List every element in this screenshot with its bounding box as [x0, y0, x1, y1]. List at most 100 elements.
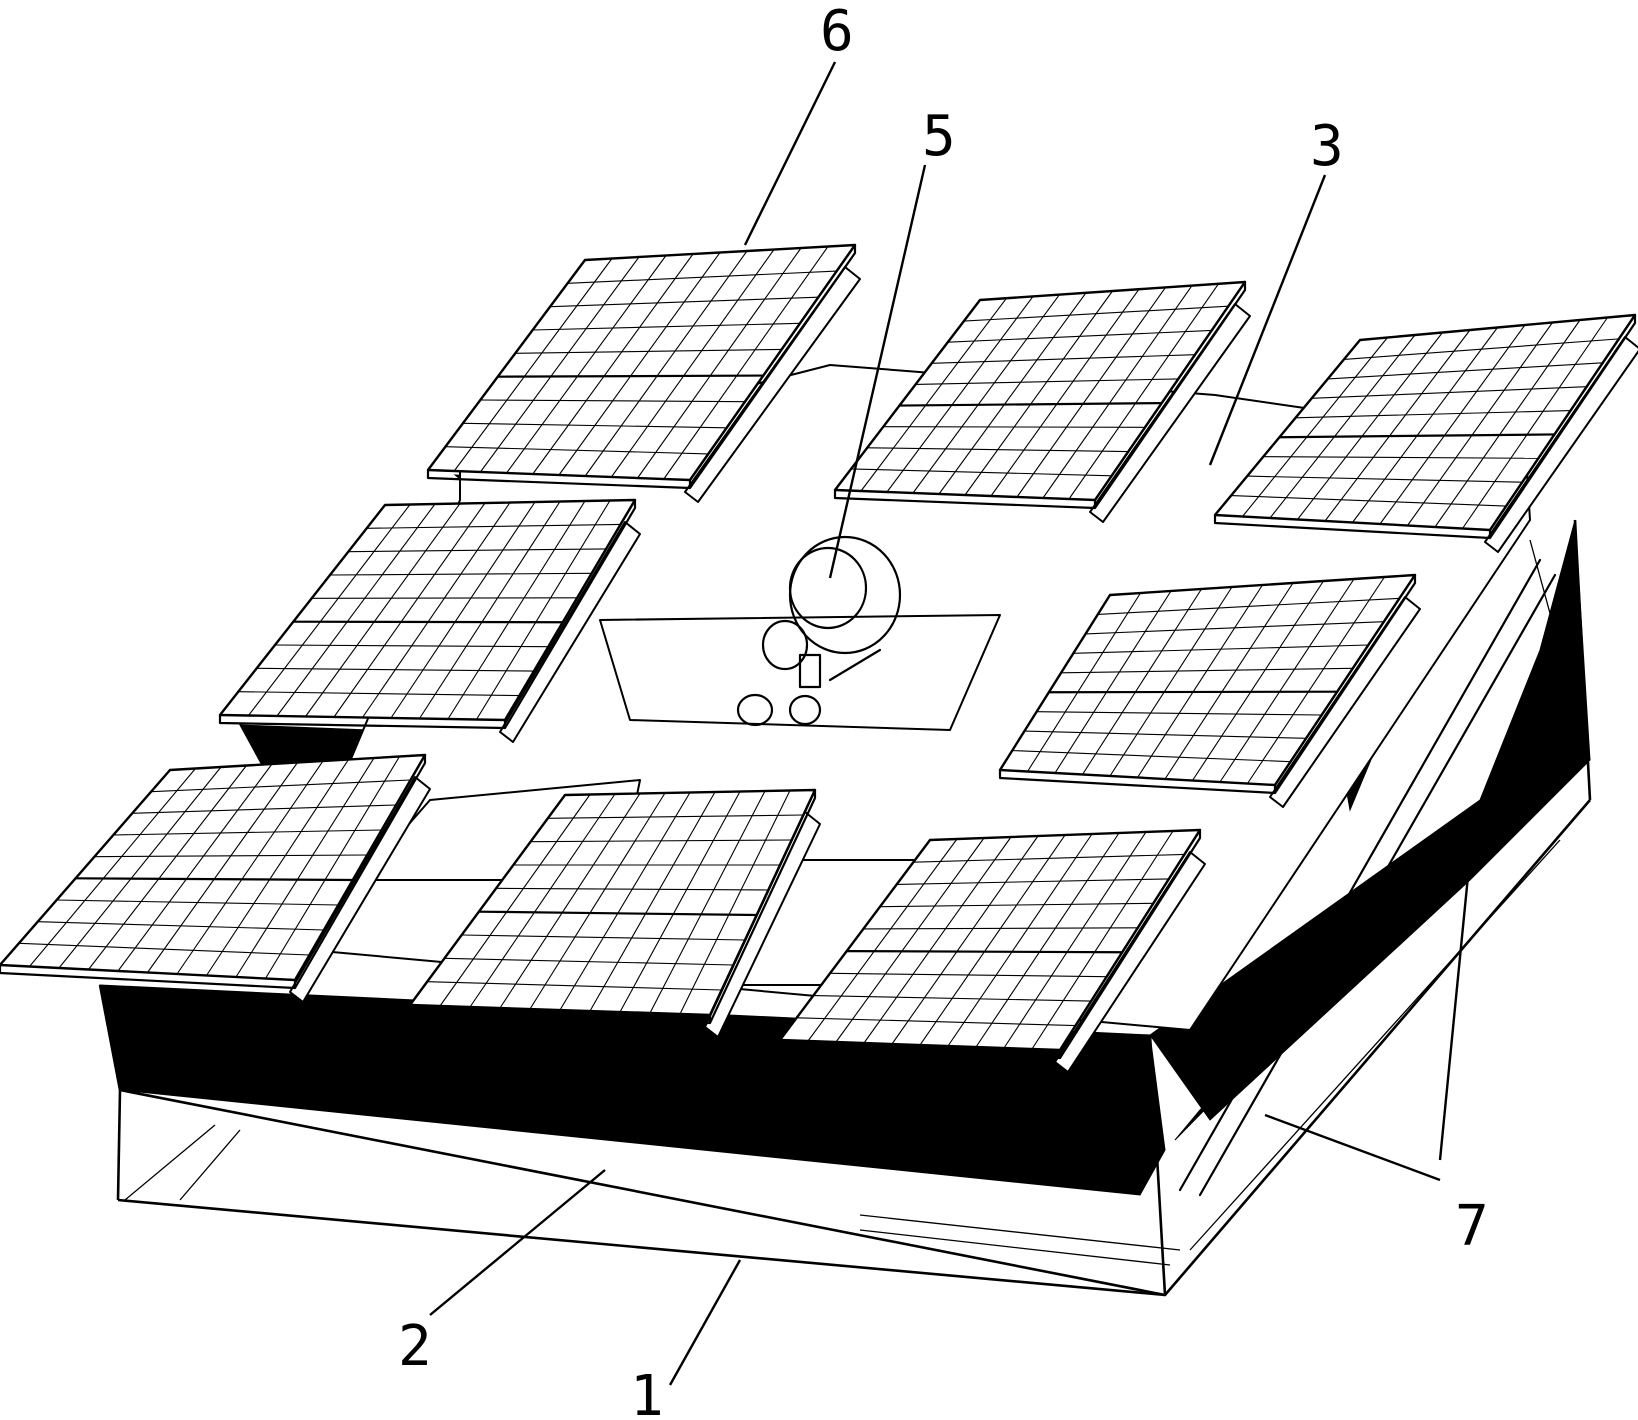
panel-grid-line — [29, 768, 196, 967]
panel-grid-line — [480, 399, 746, 403]
panel-grid-line — [462, 422, 727, 429]
panel-grid-line — [292, 620, 564, 624]
label-7: 7 — [1455, 1194, 1489, 1259]
panel-grid-line — [567, 270, 837, 284]
panel-edge — [833, 280, 1247, 510]
panel-grid-line — [1047, 690, 1339, 694]
panel-grid-line — [532, 322, 801, 331]
panel-grid-line — [1297, 332, 1443, 520]
panel-grid-line — [947, 833, 1093, 1047]
panel-grid-line — [37, 921, 324, 931]
panel-grid-line — [1068, 283, 1219, 500]
solar-panel — [426, 243, 861, 503]
panel-grid-line — [913, 853, 1185, 863]
panel-grid-line — [547, 814, 804, 819]
panel-grid-line — [619, 791, 741, 1013]
panel-grid-line — [248, 504, 411, 716]
panel-grid-line — [348, 548, 607, 553]
panel-grid-line — [963, 305, 1229, 322]
panel-grid-line — [1311, 386, 1587, 399]
solar-panel — [218, 498, 641, 743]
panel-edge — [218, 498, 637, 730]
panel-grid-line — [813, 995, 1092, 1002]
panel-grid-line — [1247, 475, 1523, 483]
panel-grid-line — [1352, 327, 1498, 523]
panel-grid-line — [506, 255, 667, 474]
panel-grid-line — [879, 902, 1154, 908]
panel-grid-line — [274, 644, 549, 648]
panel-grid-line — [807, 838, 958, 1042]
panel-grid-line — [851, 468, 1112, 477]
panel-grid-line — [1219, 578, 1355, 783]
panel-edge — [778, 828, 1202, 1060]
panel-grid-line — [891, 835, 1039, 1045]
panel-grid-line — [796, 1017, 1076, 1027]
panel-grid-line — [419, 501, 561, 719]
panel-grid-line — [860, 297, 1007, 492]
panel-grid-line — [947, 329, 1212, 343]
panel-bracket — [289, 776, 431, 1003]
panel-grid-line — [1434, 319, 1581, 528]
panel-grid-line — [477, 910, 758, 917]
panel-grid-line — [529, 792, 666, 1010]
panel-edge — [1213, 313, 1637, 540]
panel-grid-line — [679, 790, 791, 1015]
panel-grid-line — [206, 759, 349, 976]
panel-grid-line — [94, 854, 368, 858]
panel-grid-line — [58, 766, 222, 969]
panel-grid-line — [938, 292, 1087, 495]
panel-grid-line — [915, 378, 1179, 385]
panel-grid-line — [1247, 576, 1385, 784]
panel-grid-line — [366, 523, 621, 529]
solar-panel — [998, 573, 1421, 808]
panel-grid-line — [1042, 285, 1193, 499]
panel-bracket — [1054, 851, 1206, 1073]
panel-grid-line — [151, 779, 411, 793]
panel-grid-line — [898, 402, 1163, 407]
panel-grid-line — [479, 256, 640, 473]
panel-bracket — [1269, 596, 1421, 808]
panel-grid-line — [1024, 730, 1307, 739]
panel-grid-line — [476, 500, 611, 720]
panel-grid-line — [333, 502, 486, 718]
panel-grid-line — [1269, 334, 1416, 519]
panel-grid-line — [964, 290, 1113, 496]
panel-edge — [0, 753, 427, 990]
panel-grid-line — [147, 762, 298, 973]
panel-grid-line — [919, 834, 1066, 1046]
panel-grid-line — [1097, 597, 1400, 615]
panel-grid-line — [1327, 362, 1603, 380]
panel-grid-line — [1407, 322, 1553, 526]
panel-grid-line — [1263, 456, 1539, 459]
panel-grid-line — [1073, 644, 1369, 654]
panel-grid-line — [362, 502, 511, 718]
aerator-unit — [736, 535, 902, 727]
panel-grid-line — [896, 878, 1169, 885]
label-5: 5 — [922, 104, 956, 169]
panel-grid-line — [1109, 586, 1233, 777]
panel-grid-line — [530, 839, 792, 843]
panel-grid-line — [56, 899, 339, 906]
panel-grid-line — [305, 503, 461, 717]
panel-grid-line — [1295, 410, 1571, 419]
solar-panel — [1213, 313, 1638, 553]
panel-grid-line — [550, 296, 819, 308]
panel-grid-line — [447, 500, 586, 720]
panel-grid-line — [132, 804, 397, 814]
panel-grid-line — [461, 934, 746, 941]
panel-grid-line — [265, 756, 400, 979]
panel-grid-line — [1012, 750, 1291, 763]
panel-grid-line — [663, 246, 829, 480]
panel-grid-line — [584, 250, 748, 477]
panel-grid-line — [863, 836, 1012, 1044]
label-1: 1 — [630, 1364, 664, 1420]
panel-grid-line — [990, 288, 1140, 497]
panel-grid-line — [238, 691, 520, 697]
panel-edge — [408, 788, 817, 1025]
panel-grid-line — [496, 374, 765, 378]
label-2: 2 — [398, 1314, 432, 1379]
panel-grid-line — [74, 877, 354, 882]
panel-grid-line — [515, 348, 782, 354]
panel-grid-line — [1462, 317, 1608, 529]
